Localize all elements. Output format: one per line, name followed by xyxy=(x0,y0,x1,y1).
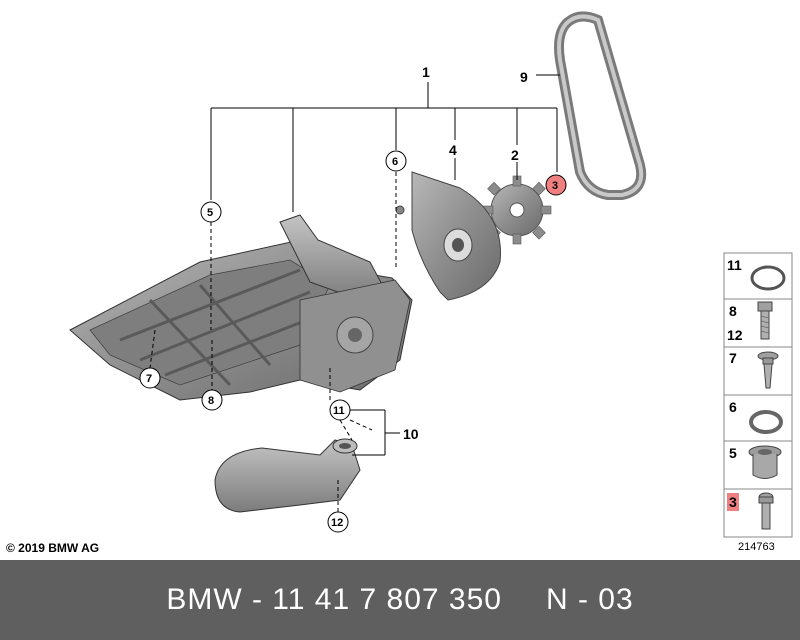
callout-4: 4 xyxy=(449,142,457,158)
circled-callout-12: 12 xyxy=(327,511,349,533)
copyright-text: © 2019 BMW AG xyxy=(6,541,100,555)
table-label-11: 11 xyxy=(727,257,742,273)
pump-cover-plate xyxy=(395,171,501,301)
part-number-footer: BMW - 11 41 7 807 350 N - 03 xyxy=(0,560,800,640)
leader-lines xyxy=(149,74,560,512)
sprocket-wheel xyxy=(482,175,552,245)
oil-pump-housing xyxy=(69,214,413,401)
o-ring-icon xyxy=(750,265,786,291)
callout-10: 10 xyxy=(403,426,419,442)
callout-2: 2 xyxy=(511,147,519,163)
callout-3: 3 xyxy=(552,180,558,192)
socket-screw-icon xyxy=(758,492,774,530)
highlight-marker xyxy=(727,493,739,511)
oil-suction-pipe xyxy=(214,438,361,513)
circled-callout-5: 5 xyxy=(200,201,222,223)
table-label-8: 8 xyxy=(729,303,737,319)
callout-7: 7 xyxy=(146,373,152,385)
table-label-7: 7 xyxy=(729,350,737,366)
callout-1: 1 xyxy=(422,64,430,80)
table-label-6: 6 xyxy=(729,399,737,415)
circled-callout-7: 7 xyxy=(139,367,161,389)
variant-code: N - 03 xyxy=(545,583,634,616)
sleeve-bushing-icon xyxy=(748,445,782,479)
circled-callout-8: 8 xyxy=(201,389,223,411)
circled-callout-6: 6 xyxy=(385,150,407,172)
seal-ring-icon xyxy=(749,410,783,434)
diagram-number: 214763 xyxy=(738,541,775,553)
callout-9: 9 xyxy=(520,69,528,85)
hex-bolt-icon xyxy=(757,301,773,340)
callout-12: 12 xyxy=(331,517,343,529)
circled-callout-11: 11 xyxy=(329,399,351,421)
circled-callout-3: 3 xyxy=(545,174,567,196)
callout-6: 6 xyxy=(392,156,398,168)
table-label-3: 3 xyxy=(729,494,737,510)
callout-11: 11 xyxy=(333,405,345,417)
table-label-12: 12 xyxy=(727,327,743,343)
part-number: BMW - 11 41 7 807 350 xyxy=(166,583,502,616)
parts-table: 11 8 12 7 6 5 3 xyxy=(723,252,793,538)
callout-5: 5 xyxy=(207,207,213,219)
callout-8: 8 xyxy=(208,395,214,407)
flange-screw-icon xyxy=(757,351,779,389)
table-label-5: 5 xyxy=(729,445,737,461)
oil-pump-exploded-diagram: 1 2 4 9 10 3 5 6 7 8 11 12 11 8 12 xyxy=(69,11,793,538)
drive-chain xyxy=(554,11,647,200)
